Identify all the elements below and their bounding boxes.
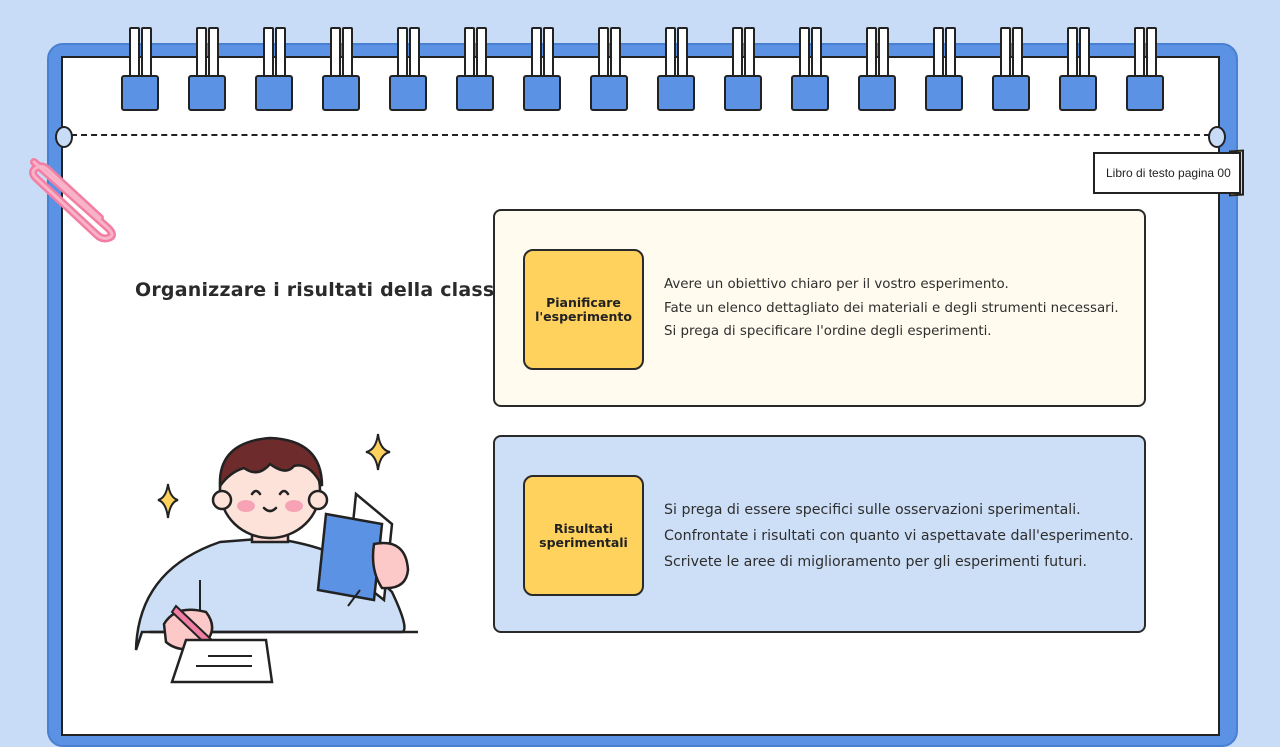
card-experimental-results: Risultati sperimentali Si prega di esser… (493, 435, 1146, 633)
spiral-ring-icon (590, 27, 628, 111)
spiral-ring-icon (389, 27, 427, 111)
paperclip-icon (29, 158, 116, 243)
card-text: Si prega di essere specifici sulle osser… (664, 497, 1134, 575)
card-text: Avere un obiettivo chiaro per il vostro … (664, 273, 1124, 344)
spiral-ring-icon (992, 27, 1030, 111)
card-line: Fate un elenco dettagliato dei materiali… (664, 300, 1119, 316)
card-line: Scrivete le aree di miglioramento per gl… (664, 554, 1087, 570)
spiral-ring-icon (1126, 27, 1164, 111)
spiral-ring-icon (657, 27, 695, 111)
spiral-ring-icon (1059, 27, 1097, 111)
spiral-ring-icon (456, 27, 494, 111)
perforation-notch-left (55, 126, 73, 148)
student-illustration (134, 433, 418, 684)
page-title: Organizzare i risultati della classe (135, 279, 508, 301)
spiral-ring-icon (925, 27, 963, 111)
spiral-ring-icon (858, 27, 896, 111)
spiral-ring-icon (724, 27, 762, 111)
spiral-ring-icon (322, 27, 360, 111)
spiral-ring-icon (188, 27, 226, 111)
perforation-line (61, 134, 1220, 136)
spiral-ring-icon (523, 27, 561, 111)
sparkle-icon (365, 433, 391, 471)
card-badge: Risultati sperimentali (523, 475, 644, 596)
card-line: Si prega di essere specifici sulle osser… (664, 502, 1081, 518)
perforation-notch-right (1208, 126, 1226, 148)
card-line: Confrontate i risultati con quanto vi as… (664, 528, 1134, 544)
card-line: Si prega di specificare l'ordine degli e… (664, 324, 992, 339)
page-tag: Libro di testo pagina 00 (1093, 152, 1241, 194)
spiral-ring-icon (121, 27, 159, 111)
spiral-ring-icon (791, 27, 829, 111)
card-badge: Pianificare l'esperimento (523, 249, 644, 370)
card-plan-experiment: Pianificare l'esperimento Avere un obiet… (493, 209, 1146, 407)
sparkle-icon (157, 483, 179, 519)
page-tag-label: Libro di testo pagina 00 (1106, 166, 1231, 180)
card-line: Avere un obiettivo chiaro per il vostro … (664, 277, 1009, 292)
spiral-ring-icon (255, 27, 293, 111)
